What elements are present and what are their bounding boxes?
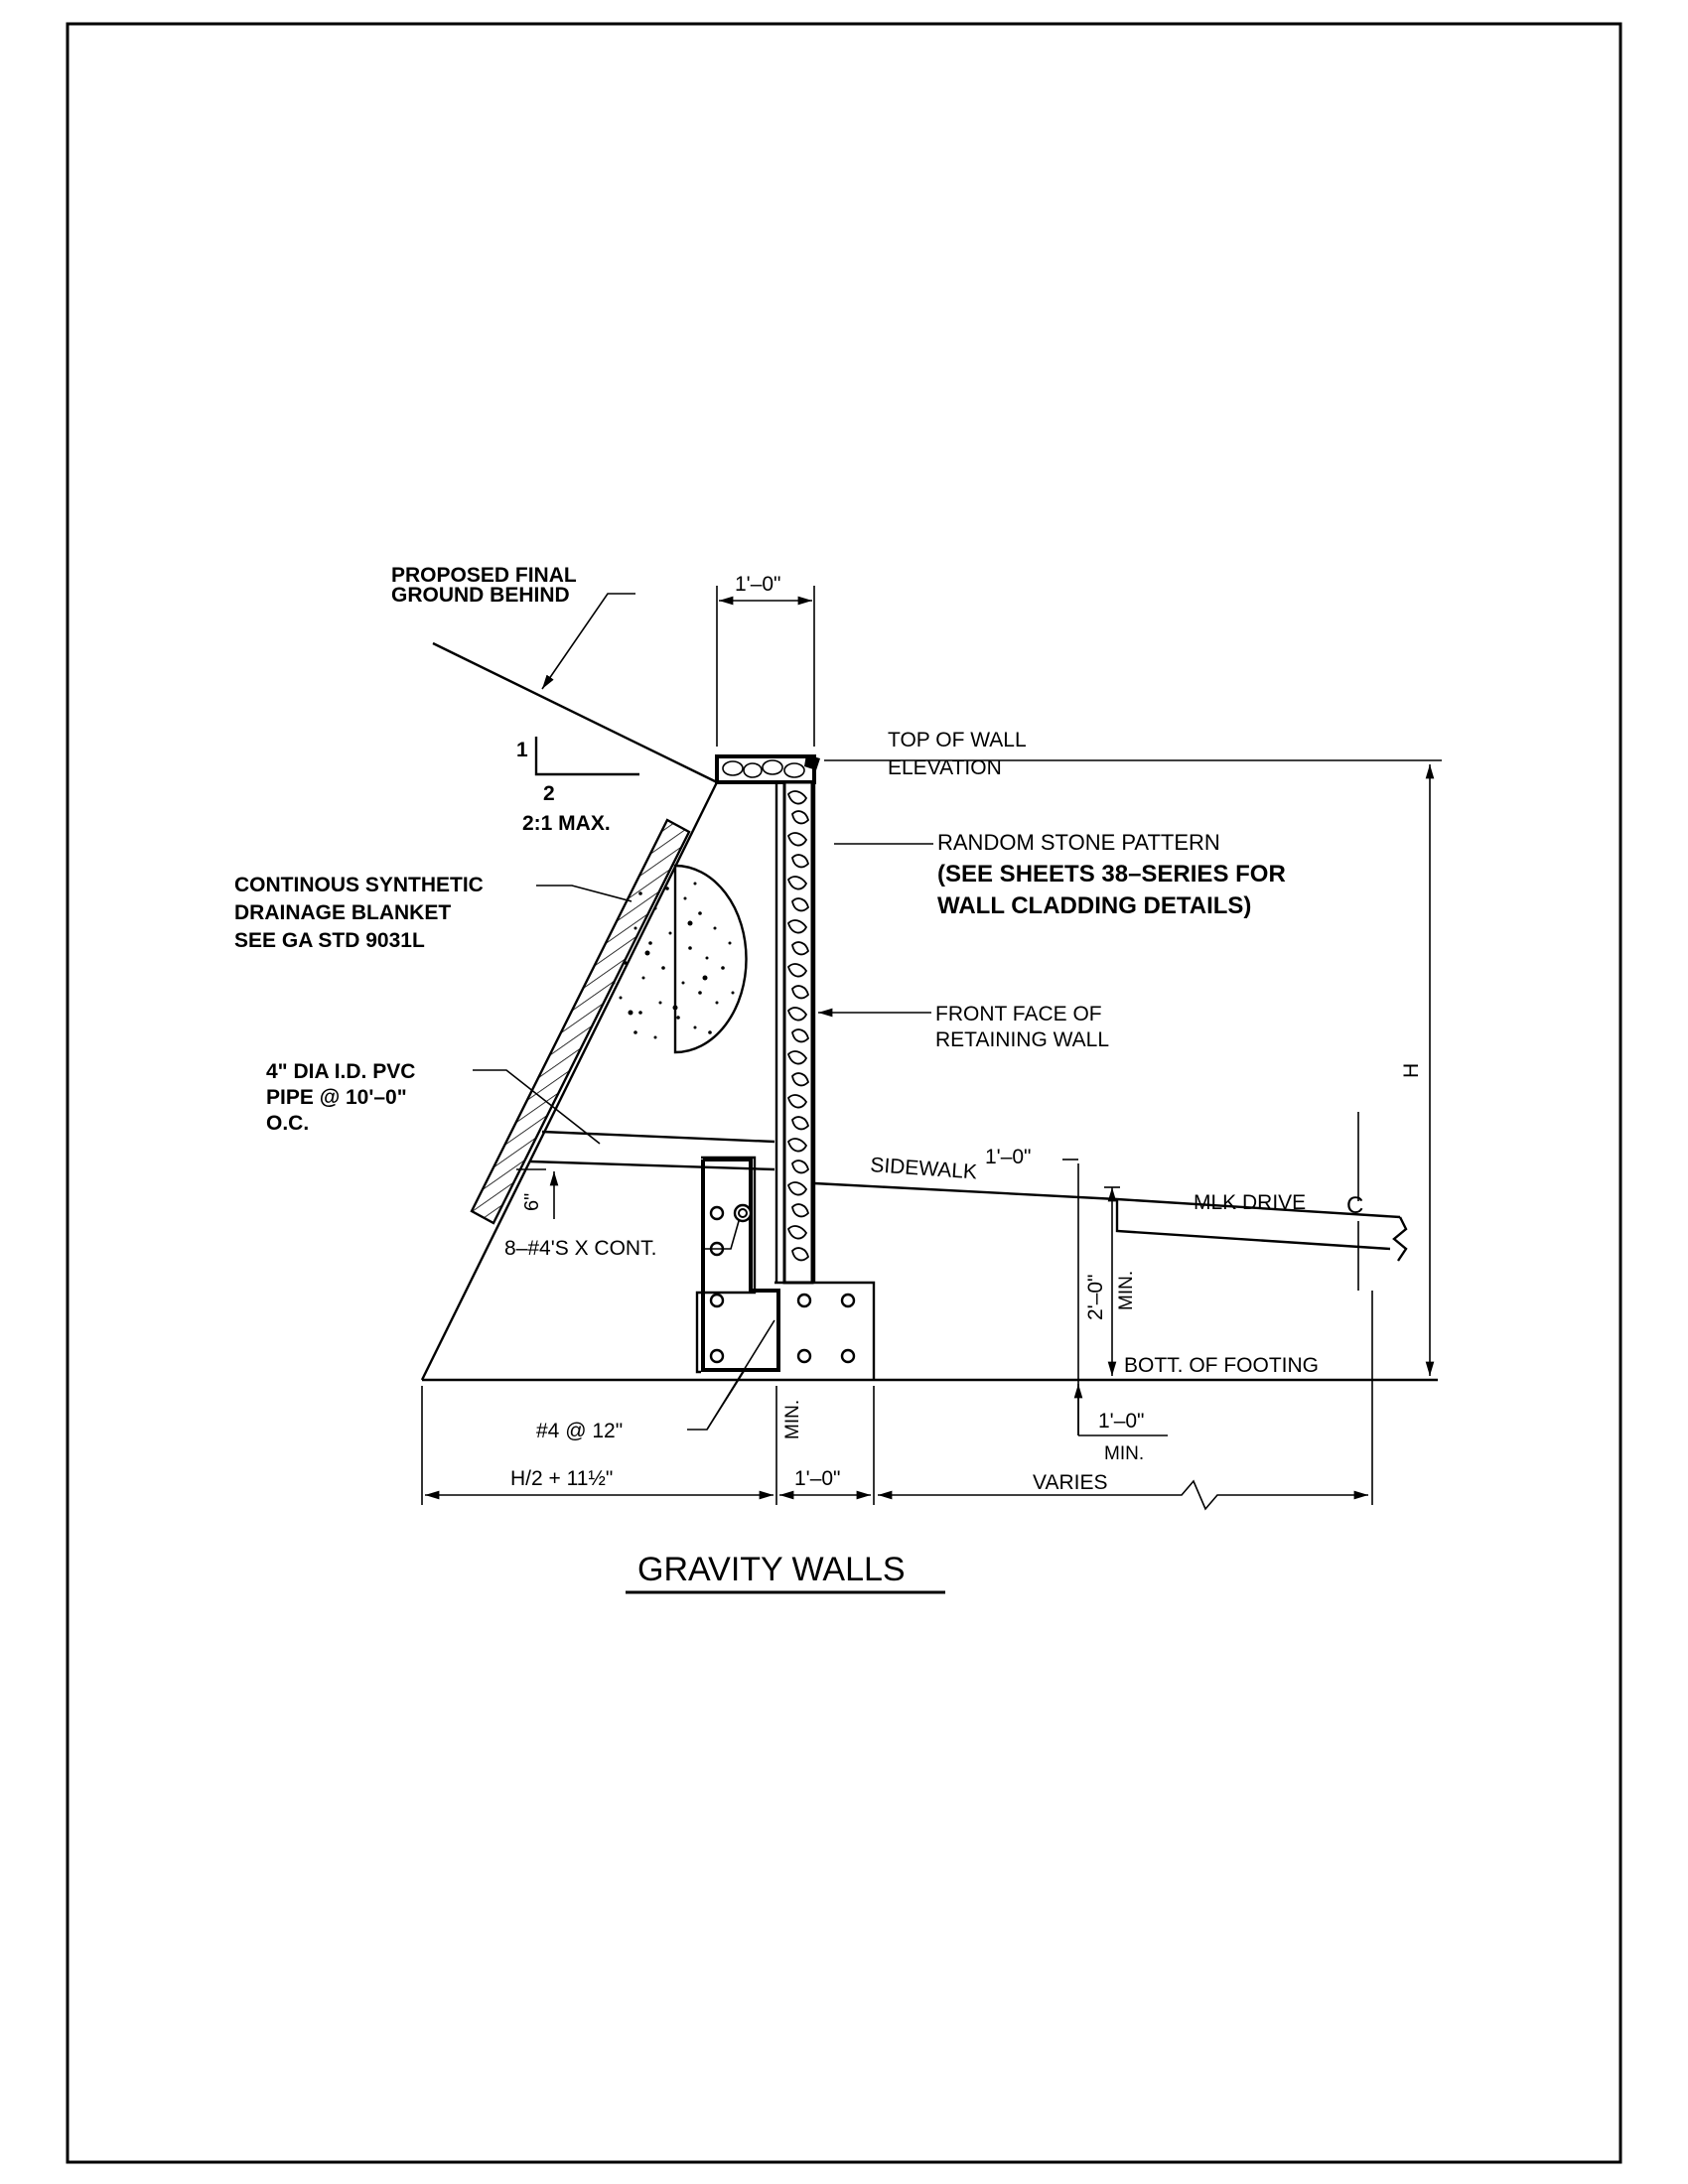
see-sheets-label-2: WALL CLADDING DETAILS) (937, 892, 1251, 919)
varies-label: VARIES (1033, 1471, 1107, 1494)
curb (1115, 1199, 1391, 1251)
sidewalk-dim-label: 1'–0" (985, 1146, 1032, 1168)
gravel-drain (673, 864, 748, 1054)
one-ft-min-label: 1'–0" (1098, 1410, 1145, 1433)
wall-section (420, 641, 1438, 1382)
wall-back-face (420, 781, 719, 1381)
rebar-cage-outline (695, 1156, 757, 1374)
pvc-pipe-top (541, 1130, 775, 1144)
stone-cladding (782, 780, 814, 1285)
front-face-label-2: RETAINING WALL (935, 1028, 1109, 1051)
pipe-label-1: 4" DIA I.D. PVC (266, 1060, 415, 1083)
drawing-title: GRAVITY WALLS (637, 1551, 906, 1588)
one-ft-min-word: MIN. (1104, 1443, 1144, 1464)
six-inch-label: 6" (521, 1193, 543, 1211)
two-ft-label: 2'–0" (1084, 1274, 1107, 1320)
height-label: H (1400, 1063, 1423, 1078)
pipe-label-2: PIPE @ 10'–0" (266, 1086, 407, 1109)
sidewalk-label: SIDEWALK (870, 1154, 978, 1183)
proposed-ground-label-1: PROPOSED FINAL (391, 564, 577, 587)
slope-run-label: 2 (543, 782, 555, 805)
random-stone-label: RANDOM STONE PATTERN (937, 830, 1220, 855)
sidewalk-surface (813, 1181, 1118, 1201)
front-face-label-1: FRONT FACE OF (935, 1003, 1102, 1025)
wall-cap (715, 754, 816, 784)
base-one-ft-label: 1'–0" (794, 1467, 841, 1490)
ground-leader (541, 593, 635, 690)
sheet-border (66, 22, 1622, 2164)
cladding-stones (786, 790, 809, 1262)
drainage-label-1: CONTINOUS SYNTHETIC (234, 874, 484, 896)
min-footing-label: MIN. (782, 1400, 803, 1439)
proposed-ground-label-2: GROUND BEHIND (391, 584, 570, 607)
centerline-label: C (1346, 1192, 1363, 1219)
bar-spacing-leader-2 (706, 1369, 746, 1431)
labels: PROPOSED FINAL GROUND BEHIND 1'–0" 1 2 2… (234, 564, 1423, 1588)
bar-spacing-leader-1 (687, 1319, 775, 1431)
gravel-dots (612, 882, 735, 1039)
slope-rise-label: 1 (516, 739, 528, 761)
top-of-wall-label-2: ELEVATION (888, 756, 1002, 779)
rebar-continuous-inner (738, 1208, 748, 1218)
cap-stones (722, 759, 805, 778)
bars-leader (701, 1220, 740, 1250)
slope-indicator (534, 737, 639, 776)
slope-max-label: 2:1 MAX. (522, 812, 611, 835)
pipe-label-3: O.C. (266, 1112, 309, 1135)
bars-label: 8–#4'S X CONT. (504, 1237, 656, 1260)
rebar-bars (709, 1205, 856, 1364)
see-sheets-label-1: (SEE SHEETS 38–SERIES FOR (937, 861, 1286, 887)
drainage-blanket (470, 818, 691, 1225)
drainage-label-2: DRAINAGE BLANKET (234, 901, 451, 924)
ground-slope-line (432, 641, 718, 784)
drainage-leader (536, 885, 633, 902)
top-dim-label: 1'–0" (735, 573, 781, 596)
break-symbol (1392, 1216, 1408, 1262)
dim-base-varies (878, 1479, 1368, 1511)
footing-toe (774, 1281, 876, 1380)
rebar-continuous (733, 1203, 753, 1223)
pvc-pipe-bottom (529, 1160, 775, 1171)
mlk-drive-label: MLK DRIVE (1194, 1191, 1306, 1214)
min-vertical-label: MIN. (1116, 1271, 1137, 1310)
rebar-cage (701, 1158, 780, 1372)
road-surface (1116, 1197, 1401, 1219)
dimensions (421, 586, 1442, 1594)
pipe-leader (473, 1069, 601, 1145)
base-dim-label: H/2 + 11½" (510, 1467, 613, 1490)
top-of-wall-label-1: TOP OF WALL (888, 729, 1027, 751)
bar-spacing-label: #4 @ 12" (536, 1420, 623, 1442)
cap-corner-stone (804, 754, 820, 770)
bott-footing-label: BOTT. OF FOOTING (1124, 1354, 1319, 1377)
drainage-label-3: SEE GA STD 9031L (234, 929, 425, 952)
